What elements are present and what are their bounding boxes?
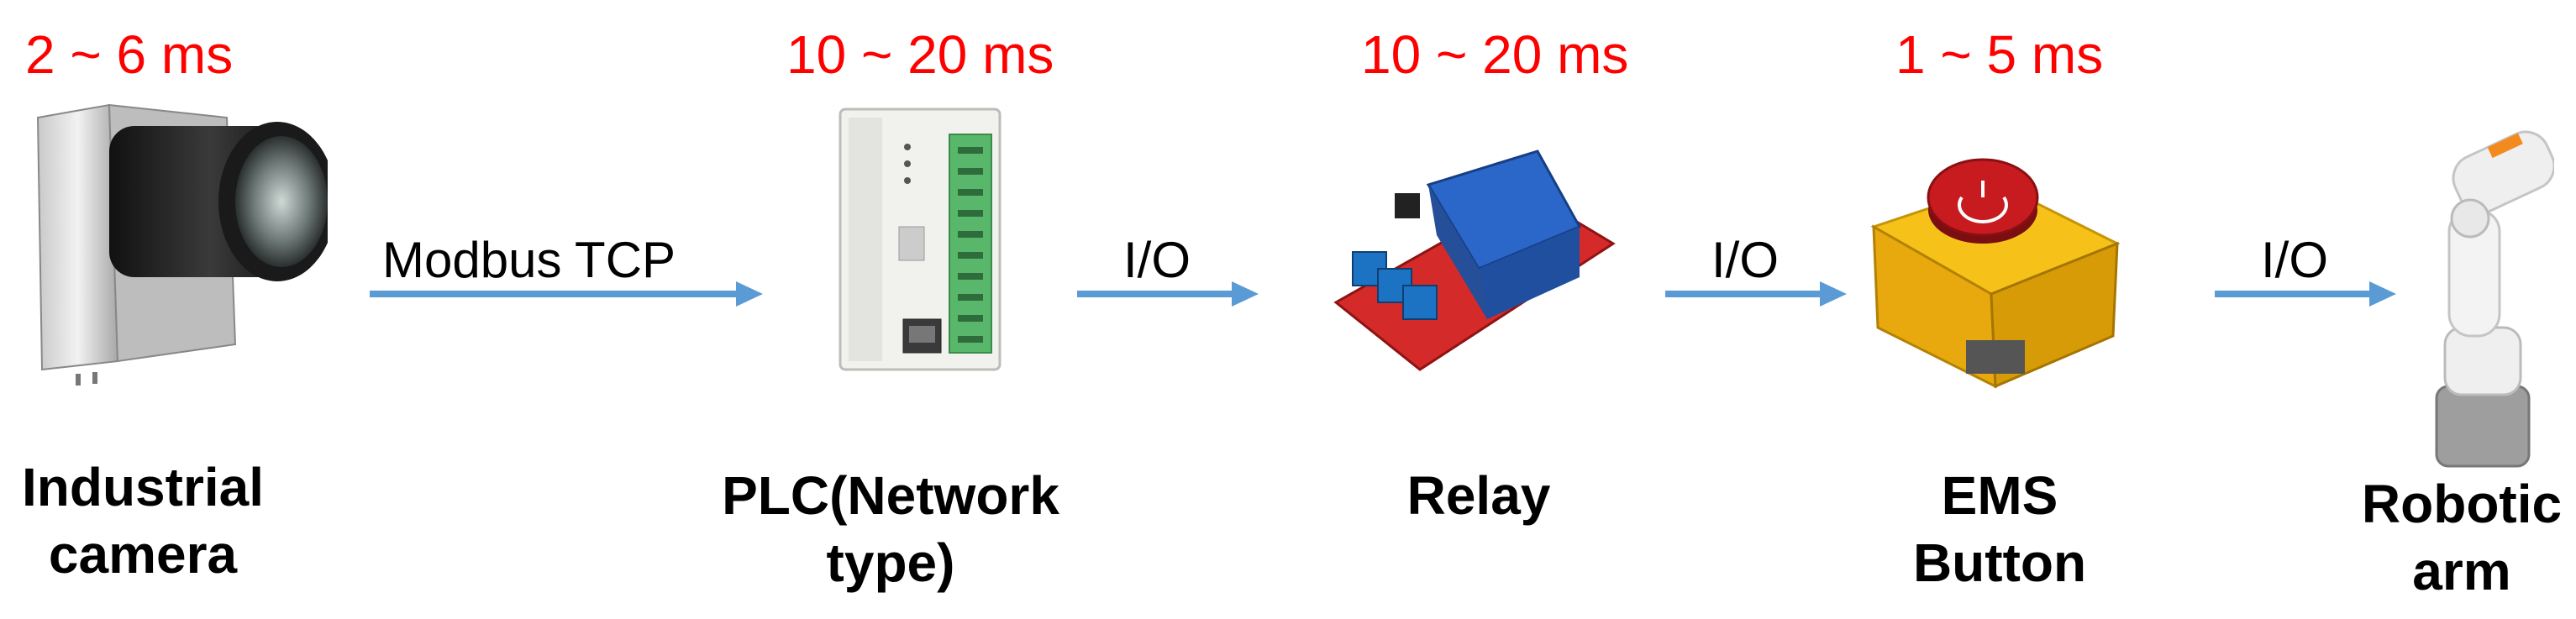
robotic-arm-icon (2411, 109, 2556, 470)
connector-label: I/O (2261, 232, 2329, 288)
ems-timing: 1 ~ 5 ms (1895, 24, 2104, 85)
connector-label: I/O (1711, 232, 1780, 288)
right-arrow-icon (1077, 281, 1259, 307)
relay-timing: 10 ~ 20 ms (1361, 24, 1629, 85)
plc-timing: 10 ~ 20 ms (786, 24, 1054, 85)
connector-io-3: I/O (2215, 231, 2398, 323)
plc-label-line: type) (826, 532, 955, 593)
connector-label: I/O (1123, 232, 1191, 288)
camera-label-line: Industrial (21, 457, 265, 517)
camera-label: Industrial camera (0, 454, 286, 588)
plc-label: PLC(Network type) (706, 462, 1075, 596)
right-arrow-icon (1665, 281, 1847, 307)
connector-io-1: I/O (1077, 231, 1260, 323)
ems-label-line: EMS (1941, 465, 2058, 526)
right-arrow-icon (370, 281, 763, 307)
plc-icon (832, 101, 1017, 378)
emergency-stop-button-icon (1857, 151, 2134, 395)
relay-label-line: Relay (1406, 465, 1551, 526)
plc-label-line: PLC(Network (722, 465, 1059, 526)
right-arrow-icon (2215, 281, 2396, 307)
robot-label: Robotic arm (2353, 470, 2571, 605)
relay-label: Relay (1344, 462, 1613, 529)
camera-label-line: camera (48, 524, 238, 585)
ems-label: EMS Button (1874, 462, 2126, 596)
ems-label-line: Button (1912, 532, 2087, 593)
connector-modbus-tcp: Modbus TCP (370, 231, 765, 323)
camera-timing: 2 ~ 6 ms (25, 24, 234, 85)
industrial-camera-icon (25, 92, 336, 386)
connector-label: Modbus TCP (382, 232, 676, 288)
connector-io-2: I/O (1665, 231, 1848, 323)
relay-icon (1327, 134, 1630, 386)
robot-label-line: Robotic (2361, 474, 2563, 534)
robot-label-line: arm (2412, 541, 2511, 601)
